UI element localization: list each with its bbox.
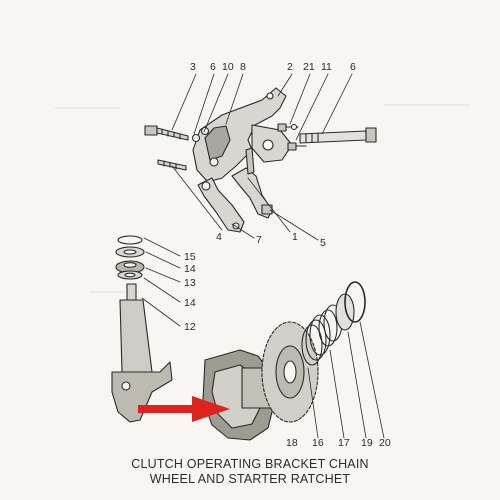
callout-19: 19 — [361, 437, 373, 449]
callout-2: 2 — [287, 61, 293, 73]
caption-line-2: WHEEL AND STARTER RATCHET — [149, 472, 351, 486]
callout-21: 21 — [303, 61, 315, 73]
shaft-12 — [111, 283, 173, 423]
callout-10: 10 — [222, 61, 234, 73]
callout-14-upper: 14 — [184, 263, 196, 275]
red-arrow-icon — [138, 396, 230, 422]
operating-lever — [197, 177, 245, 233]
stud — [157, 159, 187, 171]
callout-16: 16 — [312, 437, 324, 449]
long-bolt-6 — [299, 127, 377, 144]
callout-13: 13 — [184, 277, 196, 289]
chain-wheel — [261, 321, 319, 423]
callout-14-lower: 14 — [184, 297, 196, 309]
callout-18: 18 — [286, 437, 298, 449]
lever-arm — [231, 147, 273, 219]
callout-6: 6 — [350, 61, 356, 73]
callout-17: 17 — [338, 437, 350, 449]
bolt-21 — [277, 123, 299, 132]
operating-bracket — [192, 87, 293, 183]
callout-5: 5 — [320, 237, 326, 249]
bolt-3 — [144, 125, 189, 141]
ring-20 — [344, 281, 366, 323]
callout-8: 8 — [240, 61, 246, 73]
callout-9: 6 — [210, 61, 216, 73]
callout-15: 15 — [184, 251, 196, 263]
washer-15 — [117, 235, 143, 245]
leader-lines — [141, 73, 385, 439]
washer-9 — [191, 133, 201, 143]
callout-3: 3 — [190, 61, 196, 73]
callout-12: 12 — [184, 321, 196, 333]
callout-11: 11 — [321, 61, 332, 73]
callout-labels: 3 6 10 8 2 21 11 6 4 7 1 5 15 14 13 14 1… — [184, 61, 391, 449]
callout-7: 7 — [256, 234, 262, 246]
callout-20: 20 — [379, 437, 391, 449]
callout-1: 1 — [292, 231, 298, 243]
caption-line-1: CLUTCH OPERATING BRACKET CHAIN — [131, 457, 369, 471]
callout-4: 4 — [216, 231, 222, 243]
bolt-small — [287, 142, 307, 151]
spring-16 — [301, 314, 331, 366]
